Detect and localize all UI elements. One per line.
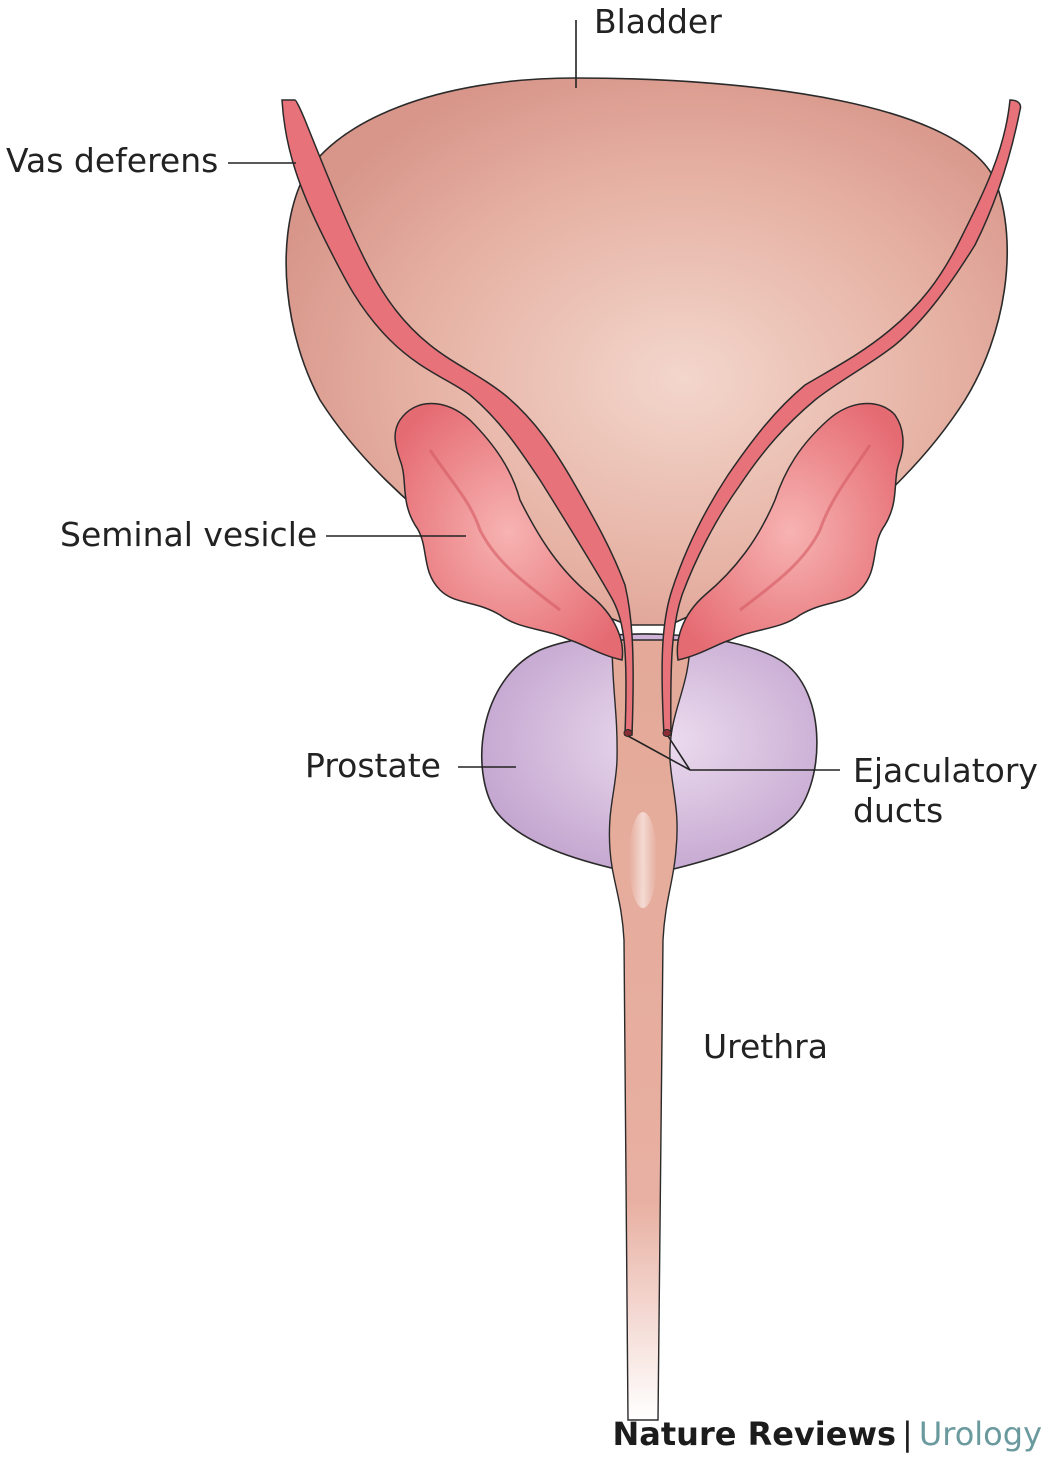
ejaculatory-duct-opening-right [662, 729, 672, 737]
credit-separator: | [902, 1415, 913, 1453]
seminal-vesicle-label: Seminal vesicle [60, 515, 317, 554]
journal-credit: Nature Reviews|Urology [612, 1418, 1042, 1450]
bladder-shape [285, 77, 1008, 626]
vas-deferens-right [661, 99, 1022, 736]
urethra-shape [608, 639, 691, 1421]
publisher-name: Nature Reviews [612, 1415, 897, 1453]
prostate-label: Prostate [305, 746, 441, 785]
seminal-vesicle-left [394, 402, 624, 661]
ejaculatory-ducts-label-line1: Ejaculatory [853, 751, 1038, 790]
seminal-vesicle-left-fold [428, 449, 561, 612]
journal-name: Urology [918, 1415, 1042, 1453]
ejaculatory-duct-opening-left [623, 729, 633, 737]
vas-deferens-label: Vas deferens [6, 141, 218, 180]
ejaculatory-ducts-label-line2: ducts [853, 791, 943, 830]
bladder-label: Bladder [594, 2, 722, 41]
seminal-vesicle-right-fold [739, 444, 872, 612]
ejaculatory-ducts-leader-line [627, 735, 840, 771]
urethra-highlight [629, 812, 657, 908]
vas-deferens-left [281, 99, 634, 736]
urethra-label: Urethra [703, 1027, 828, 1066]
seminal-vesicle-right [676, 402, 904, 661]
